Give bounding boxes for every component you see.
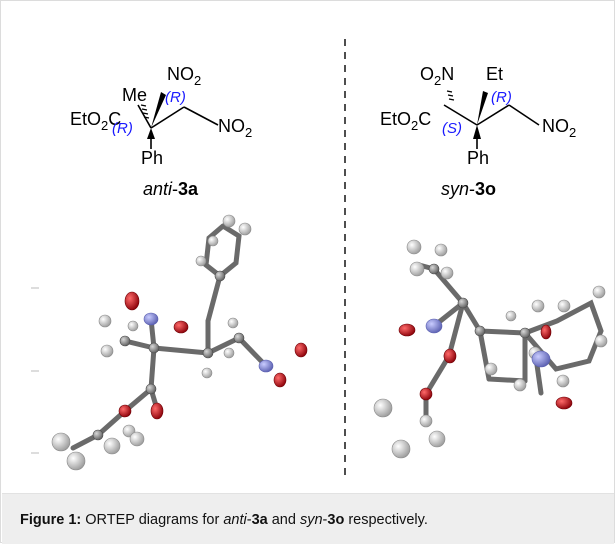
- caption-text: and: [267, 512, 300, 528]
- figure-caption: Figure 1: ORTEP diagrams for anti-3a and…: [20, 511, 428, 529]
- stereo-label-s: (S): [442, 120, 462, 137]
- caption-compound-3a: 3a: [251, 512, 268, 528]
- caption-text: ORTEP diagrams for: [81, 512, 224, 528]
- ortep-anti-3a: [51, 214, 308, 471]
- label-et: Et: [486, 64, 503, 84]
- label-no2-right: NO2: [218, 116, 252, 140]
- compound-label-anti-3a: anti-3a: [143, 179, 199, 199]
- caption-syn: syn: [299, 512, 323, 528]
- structure-anti-3a: Me NO2 EtO2C (R) (R) NO2 Ph anti-3a: [70, 64, 252, 199]
- compound-label-syn-3o: syn-3o: [441, 179, 496, 199]
- label-ph: Ph: [467, 148, 489, 168]
- label-ph: Ph: [141, 148, 163, 168]
- caption-text: respectively.: [344, 512, 428, 528]
- label-o2n: O2N: [420, 64, 454, 88]
- caption-compound-3o: 3o: [327, 512, 345, 528]
- caption-label: Figure 1:: [20, 512, 82, 528]
- caption-anti: anti: [223, 512, 247, 528]
- label-no2-top: NO2: [167, 64, 201, 88]
- ortep-syn-3o: [373, 239, 608, 459]
- label-ester: EtO2C: [70, 109, 121, 133]
- label-me: Me: [122, 85, 147, 105]
- stereo-label-r: (R): [491, 89, 512, 106]
- caption-bar: Figure 1: ORTEP diagrams for anti-3a and…: [2, 493, 614, 544]
- stereo-label-r1: (R): [112, 120, 133, 137]
- caption-dash: -: [322, 512, 328, 528]
- label-no2-right: NO2: [542, 116, 576, 140]
- structure-syn-3o: O2N Et EtO2C (S) (R) NO2 Ph syn-3o: [380, 64, 576, 199]
- stereo-label-r2: (R): [165, 89, 186, 106]
- label-ester: EtO2C: [380, 109, 431, 133]
- figure-artwork: Me NO2 EtO2C (R) (R) NO2 Ph anti-3a O2N …: [31, 39, 608, 481]
- caption-dash: -: [246, 512, 252, 528]
